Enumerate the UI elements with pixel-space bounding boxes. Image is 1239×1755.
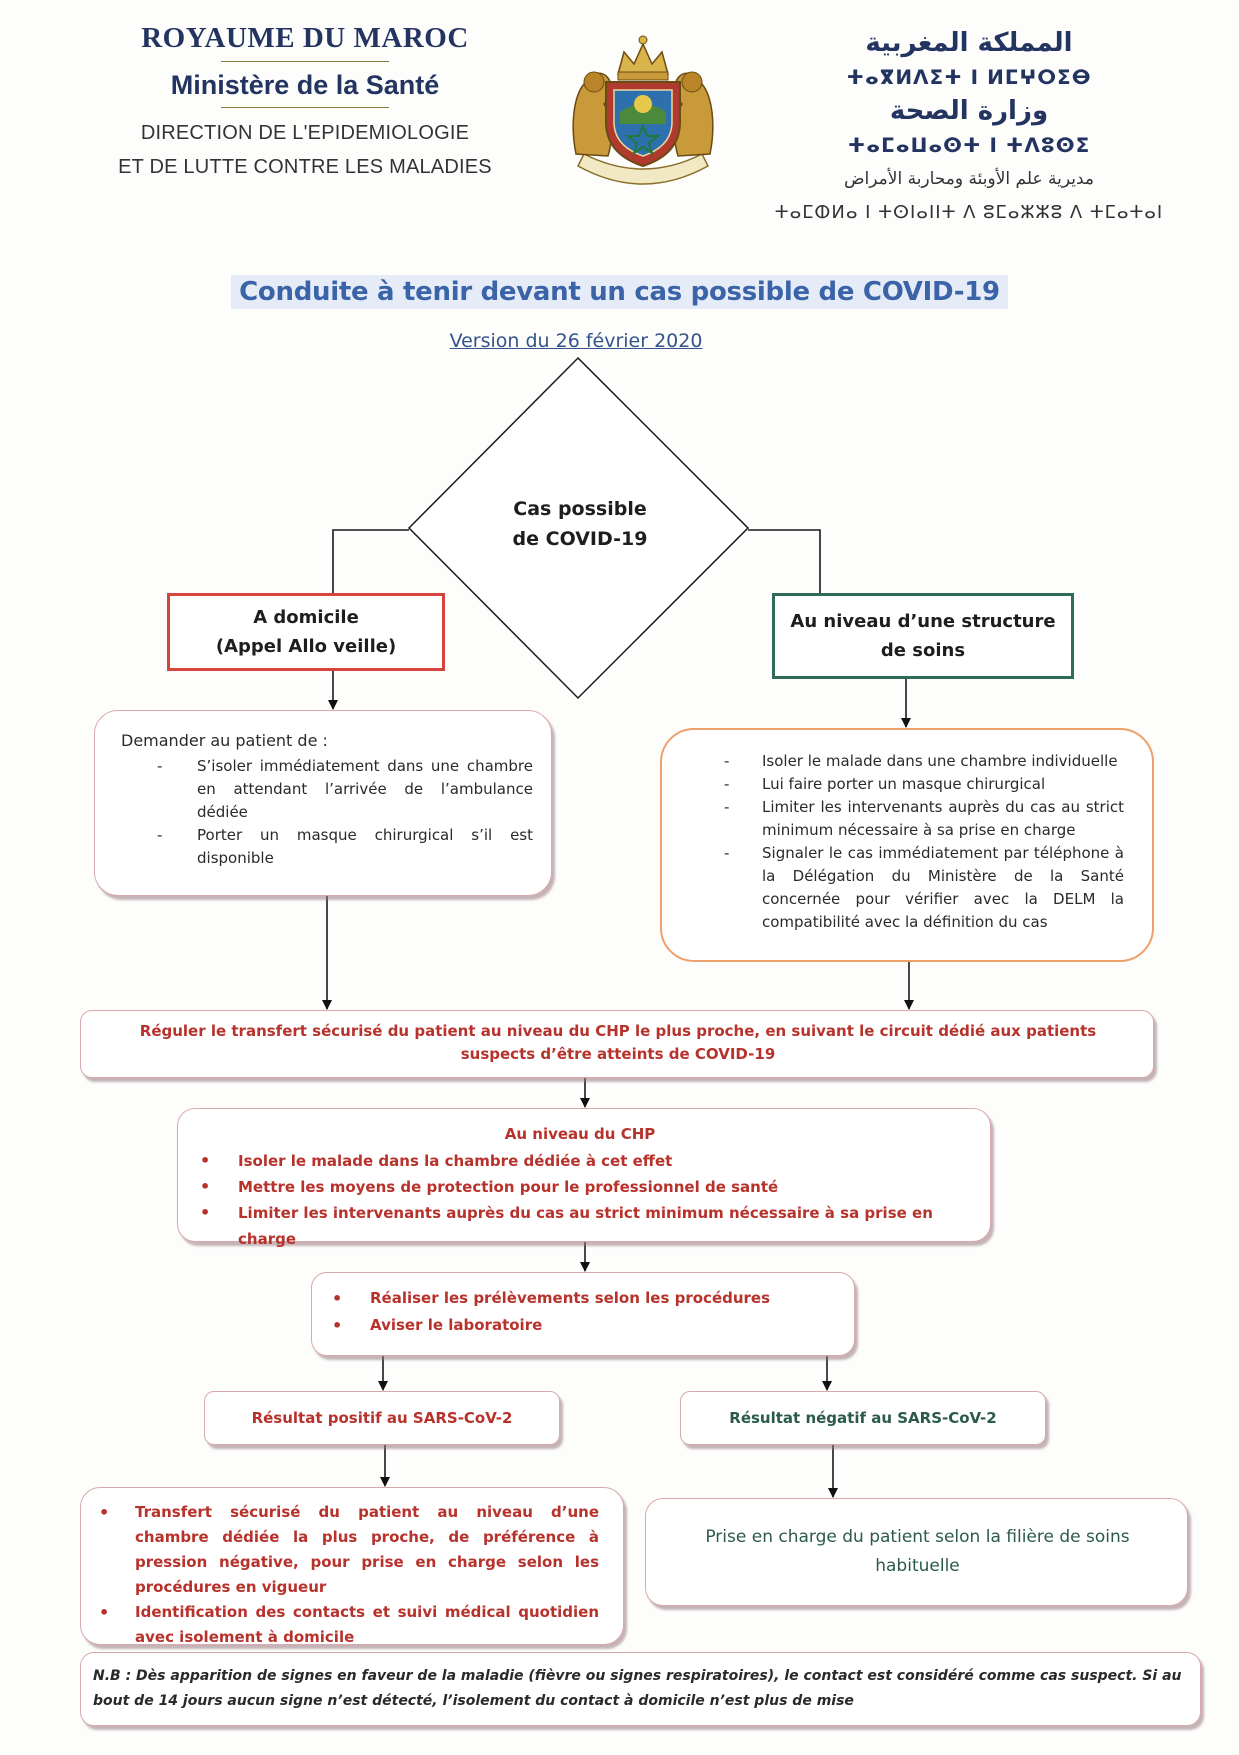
branch-structure-box: Au niveau d’une structure de soins [772,593,1074,679]
list-item: - S’isoler immédiatement dans une chambre… [157,755,533,824]
list-item: - Porter un masque chirurgical s’il est d… [157,824,533,870]
result-negative-box: Résultat négatif au SARS-CoV-2 [680,1391,1046,1445]
direction-line-2: ET DE LUTTE CONTRE LES MALADIES [118,156,492,178]
list-item: • Isoler le malade dans la chambre dédiée… [200,1148,960,1174]
list-item-text: Aviser le laboratoire [370,1316,543,1334]
decision-label: Cas possible de COVID-19 [472,494,688,554]
branch-home-line-2: (Appel Allo veille) [215,636,397,657]
regulate-text: Réguler le transfert sécurisé du patient… [139,1022,1097,1063]
direction-name-tfng: ⵜⴰⵎⵀⵍⴰ ⵏ ⵜⵙⵏⴰⵏⵏⵜ ⴷ ⵓⵎⴰⵣⵣⵓ ⴷ ⵜⵎⴰⵜⴰⵏ [774,202,1164,223]
connector-left-branch [332,529,409,593]
list-item-text: Limiter les intervenants auprès du cas a… [762,798,1124,839]
bullet-marker: • [332,1316,343,1335]
samples-box: • Réaliser les prélèvements selon les pro… [311,1272,855,1356]
list-item-text: Réaliser les prélèvements selon les proc… [370,1289,771,1307]
direction-line-1: DIRECTION DE L'EPIDEMIOLOGIE [140,122,470,144]
header-divider [221,107,389,108]
header-divider [221,61,389,62]
version-block: Version du 26 février 2020 [0,330,1152,352]
ministry-name-fr: Ministère de la Santé [170,70,440,100]
list-item-text: Signaler le cas immédiatement par téléph… [762,844,1124,931]
dash-marker: - [724,775,730,793]
ministry-name-tfng: ⵜⴰⵎⴰⵡⴰⵙⵜ ⵏ ⵜⴷⵓⵙⵉ [847,133,1091,157]
bullet-marker: • [99,1603,110,1622]
list-item-text: Lui faire porter un masque chirurgical [762,775,1046,793]
list-item: • Mettre les moyens de protection pour le… [200,1174,960,1200]
list-item: - Signaler le cas immédiatement par télép… [724,842,1124,934]
bullet-marker: • [332,1289,343,1308]
dash-marker: - [724,752,730,770]
branch-structure-line-2: de soins [880,640,966,661]
negative-action-text: Prise en charge du patient selon la fili… [705,1527,1130,1576]
document-title-block: Conduite à tenir devant un cas possible … [0,275,1239,309]
ministry-name-ar: وزارة الصحة [889,96,1049,126]
result-positive-label: Résultat positif au SARS-CoV-2 [251,1409,513,1427]
bullet-marker: • [200,1151,211,1170]
list-item: - Lui faire porter un masque chirurgical [724,773,1124,796]
list-item: • Identification des contacts et suivi mé… [99,1600,599,1650]
chp-heading: Au niveau du CHP [504,1125,656,1143]
branch-structure-line-1: Au niveau d’une structure [790,611,1056,632]
connector-right-branch [748,529,821,593]
coat-of-arms-emblem [572,35,714,185]
header-ministry-fr: ROYAUME DU MAROC Ministère de la Santé D… [105,22,505,184]
dash-marker: - [157,826,163,844]
decision-line-1: Cas possible [513,498,647,520]
list-item-text: Transfert sécurisé du patient au niveau … [135,1503,599,1596]
list-item-text: Isoler le malade dans une chambre indivi… [762,752,1118,770]
list-item: - Limiter les intervenants auprès du cas … [724,796,1124,842]
negative-action-box: Prise en charge du patient selon la fili… [645,1498,1188,1606]
footnote-box: N.B : Dès apparition de signes en faveur… [80,1652,1201,1726]
dash-marker: - [724,844,730,862]
result-positive-box: Résultat positif au SARS-CoV-2 [204,1391,560,1445]
header-ministry-ar: المملكة المغربية ⵜⴰⴳⵍⴷⵉⵜ ⵏ ⵍⵎⵖⵔⵉⴱ وزارة … [759,26,1179,230]
positive-actions-box: • Transfert sécurisé du patient au niveau… [80,1487,624,1646]
list-item: • Limiter les intervenants auprès du cas … [200,1200,960,1252]
document-version: Version du 26 février 2020 [449,330,703,352]
chp-box: Au niveau du CHP • Isoler le malade dans … [177,1108,991,1248]
dash-marker: - [157,757,163,775]
branch-home-line-1: A domicile [253,607,359,628]
document-title: Conduite à tenir devant un cas possible … [231,275,1008,309]
list-item-text: Isoler le malade dans la chambre dédiée … [238,1152,673,1170]
list-item: - Isoler le malade dans une chambre indiv… [724,750,1124,773]
regulate-transfer-box: Réguler le transfert sécurisé du patient… [80,1010,1154,1078]
bullet-marker: • [200,1203,211,1222]
list-item: • Transfert sécurisé du patient au niveau… [99,1500,599,1600]
list-item-text: Identification des contacts et suivi méd… [135,1603,599,1646]
structure-instructions-box: - Isoler le malade dans une chambre indiv… [660,728,1154,962]
home-instructions-box: Demander au patient de : - S’isoler imméd… [94,710,552,896]
list-item-text: Mettre les moyens de protection pour le … [238,1178,779,1196]
list-item-text: Limiter les intervenants auprès du cas a… [238,1204,933,1248]
footnote-text: N.B : Dès apparition de signes en faveur… [93,1668,1182,1709]
country-name-ar: المملكة المغربية [865,28,1073,58]
bullet-marker: • [99,1503,110,1522]
result-negative-label: Résultat négatif au SARS-CoV-2 [729,1409,997,1427]
list-item: • Aviser le laboratoire [332,1312,832,1339]
decision-diamond [407,356,750,700]
list-item-text: S’isoler immédiatement dans une chambre … [197,757,533,821]
country-name-fr: ROYAUME DU MAROC [141,22,469,54]
decision-line-2: de COVID-19 [512,528,648,550]
branch-home-box: A domicile (Appel Allo veille) [167,593,445,671]
bullet-marker: • [200,1177,211,1196]
list-item-text: Porter un masque chirurgical s’il est di… [197,826,533,867]
list-item: • Réaliser les prélèvements selon les pro… [332,1285,832,1312]
direction-name-ar: مديرية علم الأوبئة ومحاربة الأمراض [844,169,1094,189]
home-intro: Demander au patient de : [121,731,328,750]
direction-name-fr: DIRECTION DE L'EPIDEMIOLOGIE ET DE LUTTE… [105,116,505,184]
country-name-tfng: ⵜⴰⴳⵍⴷⵉⵜ ⵏ ⵍⵎⵖⵔⵉⴱ [846,65,1092,89]
dash-marker: - [724,798,730,816]
